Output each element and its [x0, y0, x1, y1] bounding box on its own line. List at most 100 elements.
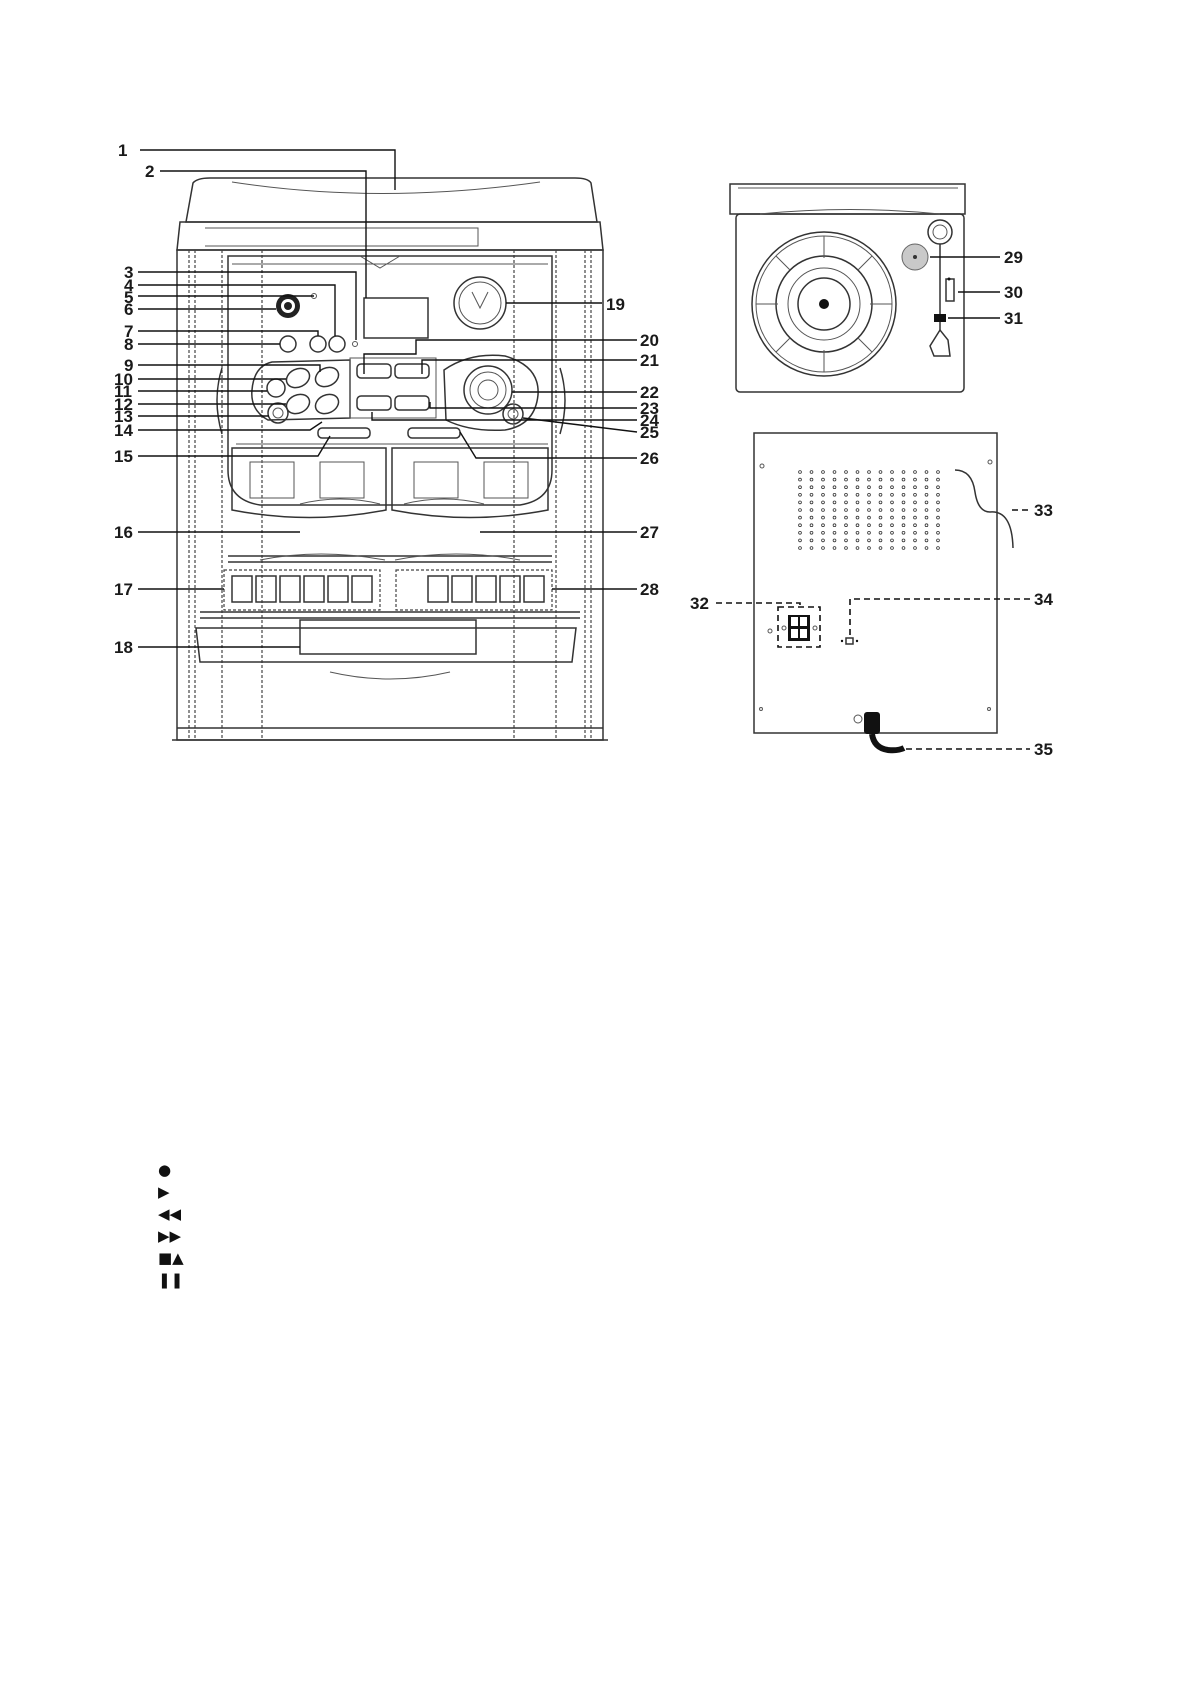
vent-hole [914, 524, 917, 527]
vent-hole [914, 486, 917, 489]
vent-hole [810, 471, 813, 474]
vent-hole [891, 493, 894, 496]
vent-hole [891, 478, 894, 481]
callout-21: 21 [640, 351, 659, 370]
vent-hole [856, 493, 859, 496]
vent-hole [845, 486, 848, 489]
arm-rest [934, 314, 946, 322]
stop-eject-icon: ■▲ [158, 1247, 198, 1269]
cassette-keys-right [428, 576, 544, 602]
vent-hole [914, 493, 917, 496]
vent-hole [902, 471, 905, 474]
callout-33: 33 [1034, 501, 1053, 520]
vent-hole [845, 539, 848, 542]
antenna-wire [955, 470, 1013, 548]
vent-hole [937, 531, 940, 534]
callout-18: 18 [114, 638, 133, 657]
vent-hole [868, 524, 871, 527]
vent-hole [868, 493, 871, 496]
vent-hole [891, 516, 894, 519]
vent-hole [914, 531, 917, 534]
vent-hole [879, 539, 882, 542]
vent-hole [902, 516, 905, 519]
vent-hole [799, 478, 802, 481]
vent-grid [799, 471, 940, 550]
callout-1: 1 [118, 141, 127, 160]
callout-labels: 1 2 3 4 5 6 7 8 9 10 11 12 13 14 15 16 1… [114, 141, 1053, 759]
vent-hole [856, 478, 859, 481]
vent-hole [822, 478, 825, 481]
vent-hole [925, 493, 928, 496]
vent-hole [856, 486, 859, 489]
vent-hole [879, 471, 882, 474]
vent-hole [868, 486, 871, 489]
vent-hole [914, 516, 917, 519]
vent-hole [891, 486, 894, 489]
callout-16: 16 [114, 523, 133, 542]
vent-hole [833, 524, 836, 527]
vent-hole [891, 531, 894, 534]
vent-hole [799, 471, 802, 474]
callout-26: 26 [640, 449, 659, 468]
vent-hole [902, 547, 905, 550]
rear-panel [716, 433, 1030, 750]
vent-hole [879, 509, 882, 512]
vent-hole [891, 509, 894, 512]
vent-hole [902, 478, 905, 481]
vent-hole [868, 471, 871, 474]
power-cord [872, 734, 904, 750]
vent-hole [856, 547, 859, 550]
vent-hole [856, 501, 859, 504]
vent-hole [833, 509, 836, 512]
vent-hole [925, 531, 928, 534]
vent-hole [937, 478, 940, 481]
vent-hole [799, 486, 802, 489]
arm-lever [946, 279, 954, 301]
vent-hole [845, 547, 848, 550]
vent-hole [891, 471, 894, 474]
play-icon: ▶ [158, 1181, 198, 1203]
vent-hole [914, 509, 917, 512]
vent-hole [799, 501, 802, 504]
vent-hole [845, 501, 848, 504]
vent-hole [914, 471, 917, 474]
vent-hole [833, 531, 836, 534]
vent-hole [868, 509, 871, 512]
vent-hole [833, 516, 836, 519]
vent-hole [891, 547, 894, 550]
front-leaders [138, 150, 637, 647]
vent-hole [937, 547, 940, 550]
vent-hole [822, 486, 825, 489]
vent-hole [856, 531, 859, 534]
vent-hole [799, 493, 802, 496]
vent-hole [810, 531, 813, 534]
vent-hole [810, 478, 813, 481]
vent-hole [879, 531, 882, 534]
vent-hole [868, 547, 871, 550]
cassette-keys-left [232, 576, 372, 602]
callout-30: 30 [1004, 283, 1023, 302]
vent-hole [810, 547, 813, 550]
vent-hole [822, 547, 825, 550]
vent-hole [902, 501, 905, 504]
vent-hole [925, 471, 928, 474]
callout-27: 27 [640, 523, 659, 542]
vent-hole [914, 478, 917, 481]
cassette-deck-a [232, 448, 386, 518]
vent-hole [845, 509, 848, 512]
vent-hole [822, 516, 825, 519]
callout-31: 31 [1004, 309, 1023, 328]
vent-hole [868, 531, 871, 534]
front-view [172, 178, 608, 740]
callout-34: 34 [1034, 590, 1053, 609]
vent-hole [879, 547, 882, 550]
vent-hole [822, 471, 825, 474]
vent-hole [891, 501, 894, 504]
vent-hole [799, 516, 802, 519]
jog-dial [464, 366, 512, 414]
vent-hole [879, 501, 882, 504]
vent-hole [925, 547, 928, 550]
vent-hole [914, 547, 917, 550]
vent-hole [902, 531, 905, 534]
